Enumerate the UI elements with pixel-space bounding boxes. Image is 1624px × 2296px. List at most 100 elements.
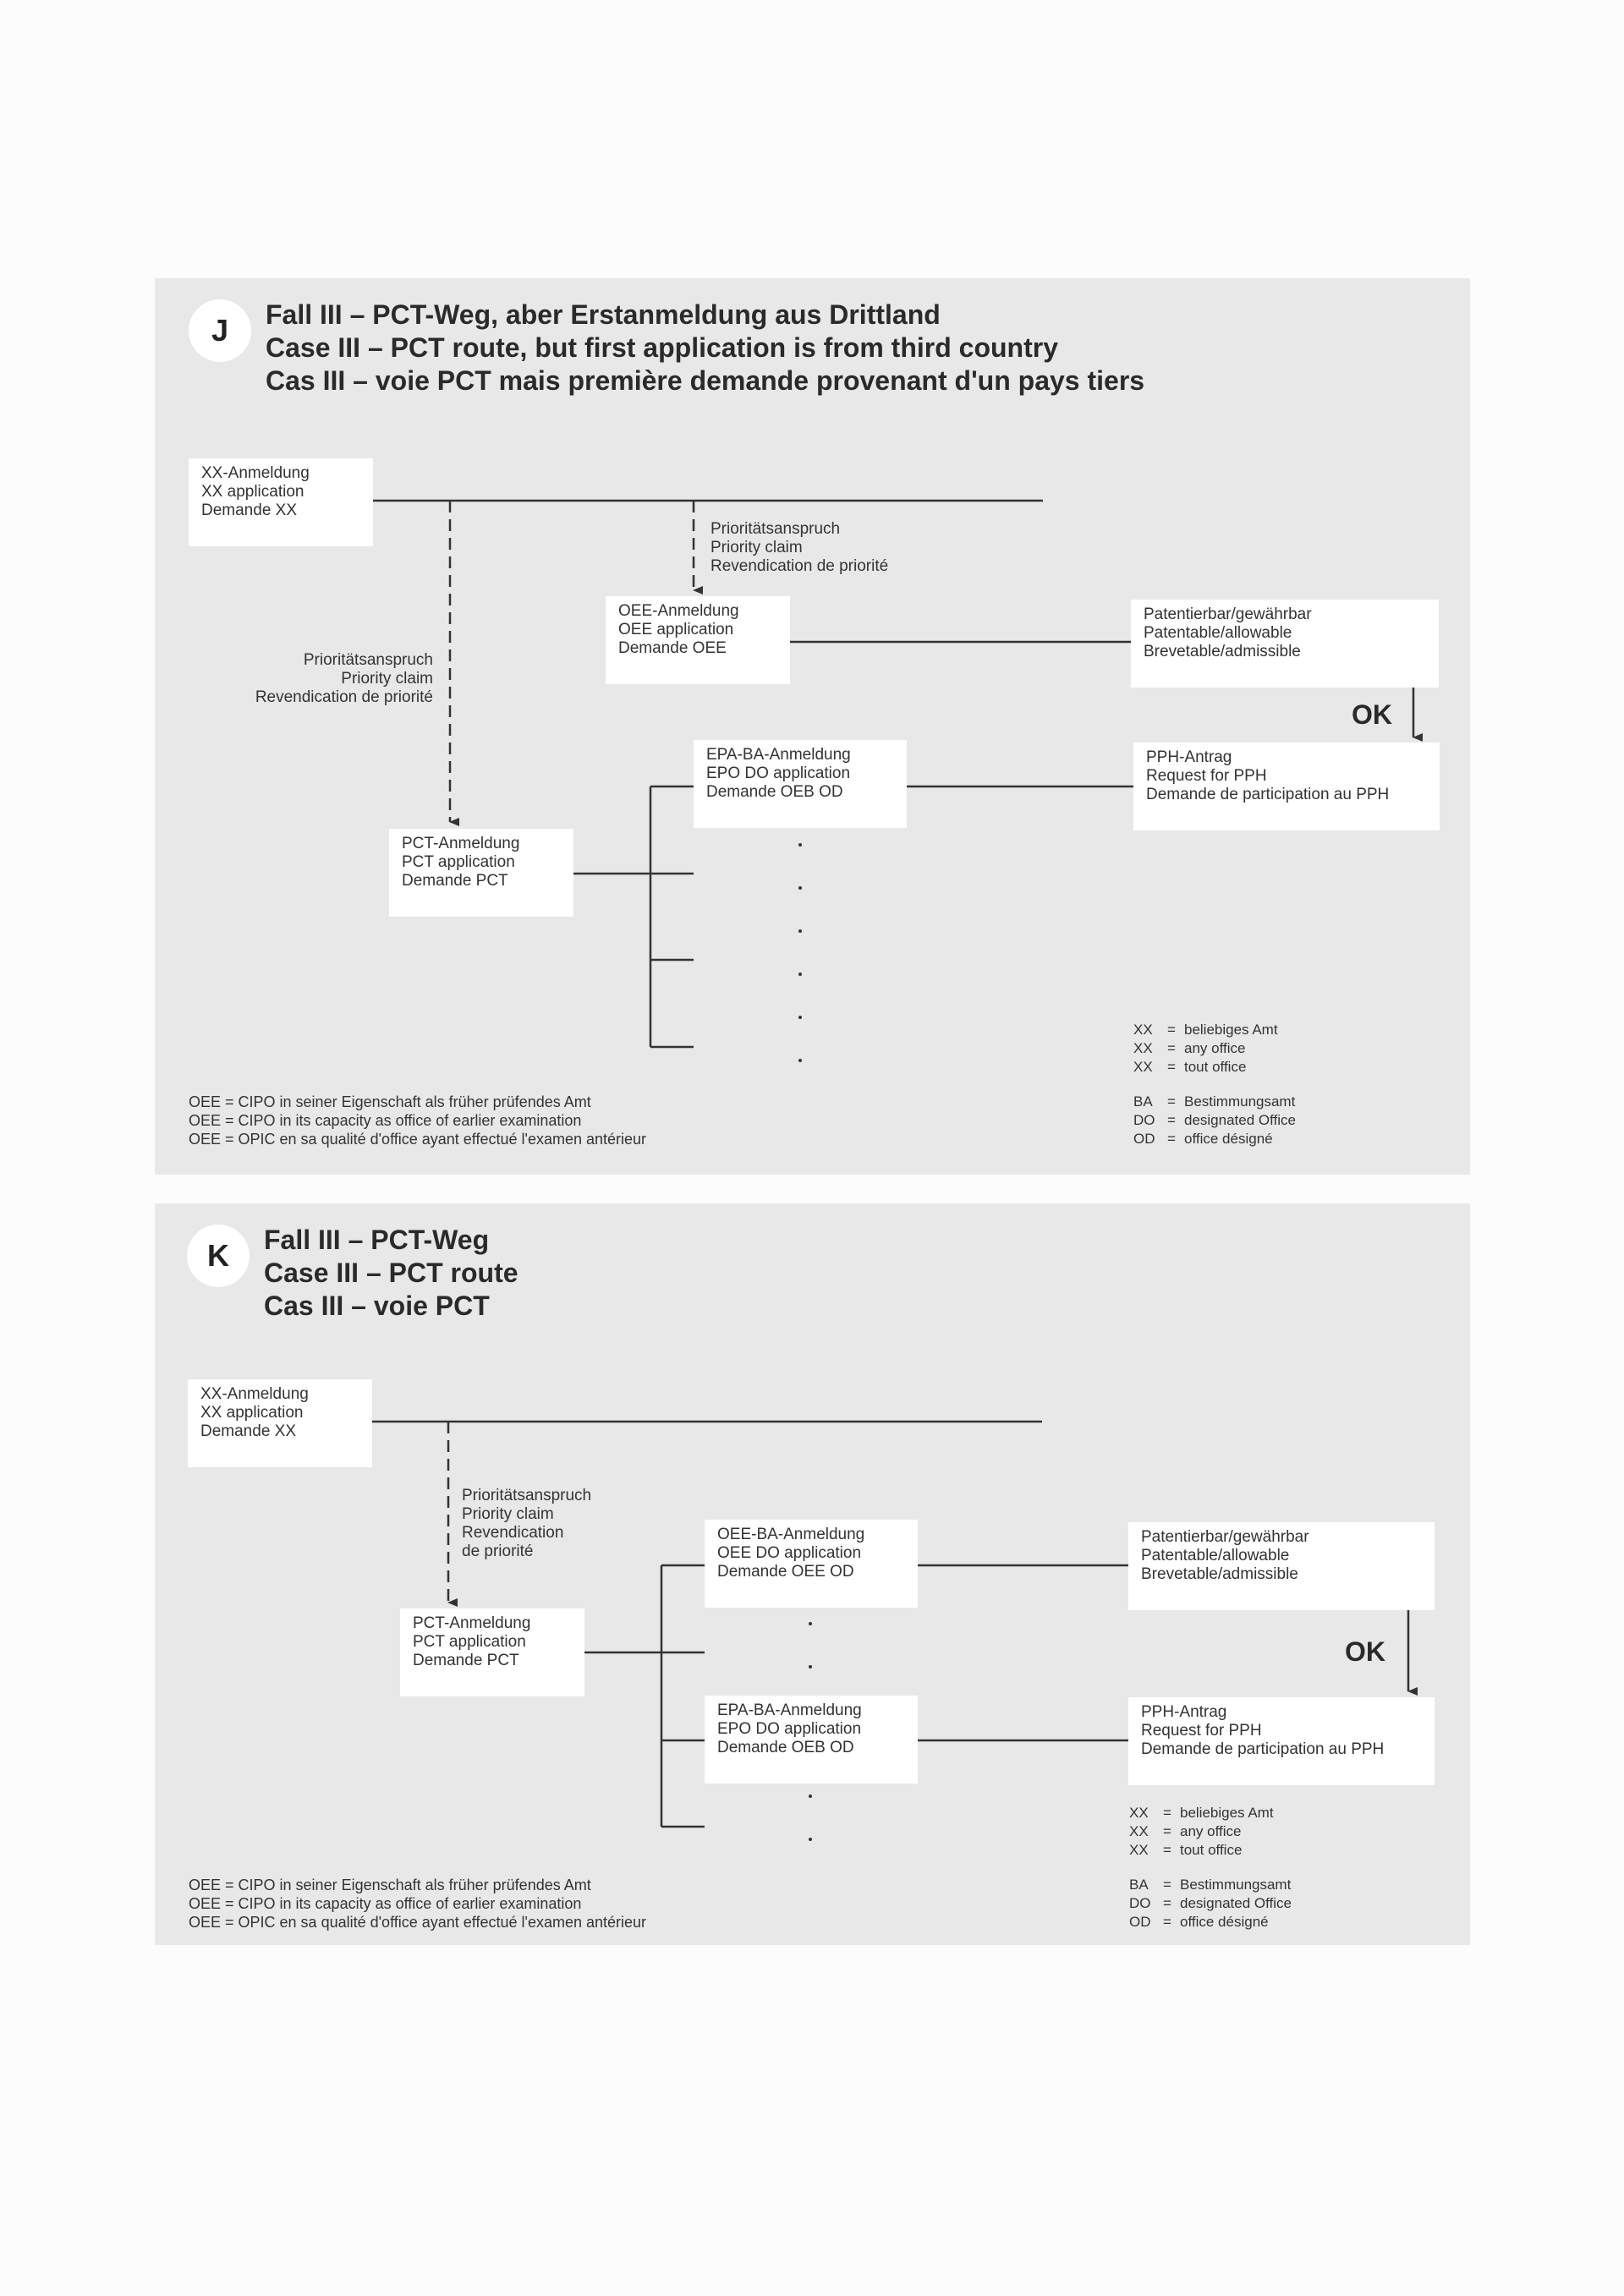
- j-legend-ba: BA = Bestimmungsamt DO = designated Office O…: [1133, 1093, 1296, 1148]
- k-oee-do-application-box: OEE-BA-Anmeldung OEE DO application Dema…: [705, 1520, 918, 1608]
- legend-text: beliebiges Amt: [1184, 1022, 1278, 1038]
- panel-k-title-fr: Cas III – voie PCT: [264, 1290, 490, 1321]
- legend-row: DO=designated Office: [1129, 1894, 1292, 1913]
- j-oee-application-box: OEE-Anmeldung OEE application Demande OE…: [606, 596, 790, 684]
- box-line: OEE-BA-Anmeldung: [717, 1526, 865, 1543]
- j-priority-claim-top: Prioritätsanspruch Priority claim Revend…: [710, 520, 888, 576]
- label-line: de priorité: [462, 1543, 534, 1560]
- footnote-line: OEE = CIPO in seiner Eigenschaft als frü…: [189, 1093, 591, 1110]
- panel-j-title: Fall III – PCT-Weg, aber Erstanmeldung a…: [266, 299, 1144, 397]
- j-footnote: OEE = CIPO in seiner Eigenschaft als frü…: [189, 1093, 646, 1148]
- legend-row: BA = Bestimmungsamt: [1133, 1093, 1296, 1111]
- box-line: OEE-Anmeldung: [618, 602, 739, 620]
- legend-text: office désigné: [1184, 1131, 1273, 1147]
- legend-eq: =: [1167, 1059, 1176, 1075]
- ellipsis-dot: [798, 1016, 802, 1019]
- legend-eq: =: [1167, 1093, 1176, 1110]
- legend-row: XX=tout office: [1129, 1841, 1274, 1860]
- ellipsis-dot: [798, 843, 802, 847]
- panel-k-title: Fall III – PCT-Weg Case III – PCT route …: [264, 1224, 518, 1323]
- box-line: Demande PCT: [402, 872, 508, 890]
- legend-abbr: XX: [1129, 1823, 1149, 1839]
- legend-eq: =: [1163, 1823, 1171, 1839]
- k-patentable-box: Patentierbar/gewährbar Patentable/allowa…: [1128, 1522, 1435, 1610]
- legend-eq: =: [1167, 1040, 1176, 1056]
- legend-row: OD = office désigné: [1133, 1130, 1296, 1148]
- j-priority-claim-left: Prioritätsanspruch Priority claim Revend…: [237, 651, 433, 707]
- k-legend-ba: BA=Bestimmungsamt DO=designated Office O…: [1129, 1876, 1292, 1932]
- j-legend-xx: XX=beliebiges Amt XX=any office XX=tout …: [1133, 1021, 1278, 1077]
- legend-abbr: XX: [1133, 1059, 1153, 1075]
- legend-abbr: OD: [1133, 1131, 1155, 1147]
- legend-text: designated Office: [1180, 1895, 1292, 1911]
- legend-text: tout office: [1184, 1059, 1247, 1075]
- j-xx-application-box: XX-Anmeldung XX application Demande XX: [189, 458, 373, 546]
- panel-j-title-fr: Cas III – voie PCT mais première demande…: [266, 365, 1145, 396]
- box-line: Demande OEE OD: [717, 1563, 854, 1581]
- legend-row: XX = tout office: [1133, 1058, 1278, 1077]
- legend-row: BA=Bestimmungsamt: [1129, 1876, 1292, 1894]
- box-line: XX-Anmeldung: [200, 1385, 309, 1403]
- k-pct-application-box: PCT-Anmeldung PCT application Demande PC…: [400, 1608, 584, 1696]
- legend-eq: =: [1167, 1112, 1176, 1128]
- legend-text: tout office: [1180, 1842, 1243, 1858]
- panel-k-title-de: Fall III – PCT-Weg: [264, 1225, 490, 1255]
- footnote-line: OEE = CIPO in its capacity as office of …: [189, 1895, 582, 1912]
- ellipsis-dot: [809, 1795, 812, 1798]
- k-epo-do-application-box: EPA-BA-Anmeldung EPO DO application Dema…: [705, 1696, 918, 1784]
- legend-text: beliebiges Amt: [1180, 1805, 1274, 1821]
- legend-text: designated Office: [1184, 1112, 1296, 1128]
- box-line: Request for PPH: [1141, 1722, 1262, 1740]
- legend-text: any office: [1180, 1823, 1242, 1839]
- label-line: Prioritätsanspruch: [303, 651, 433, 669]
- footnote-line: OEE = OPIC en sa qualité d'office ayant …: [189, 1131, 647, 1148]
- legend-row: XX = any office: [1129, 1822, 1274, 1841]
- box-line: Request for PPH: [1146, 767, 1267, 785]
- legend-abbr: XX: [1129, 1842, 1149, 1858]
- ellipsis-dot: [798, 973, 802, 976]
- k-pph-request-box: PPH-Antrag Request for PPH Demande de pa…: [1128, 1697, 1435, 1785]
- legend-eq: =: [1163, 1914, 1171, 1930]
- panel-k-title-en: Case III – PCT route: [264, 1258, 518, 1288]
- box-line: XX-Anmeldung: [201, 464, 310, 482]
- legend-abbr: BA: [1133, 1093, 1153, 1110]
- box-line: OEE application: [618, 621, 734, 638]
- box-line: PPH-Antrag: [1141, 1703, 1227, 1721]
- legend-abbr: XX: [1133, 1040, 1153, 1056]
- box-line: PCT application: [413, 1633, 526, 1651]
- box-line: Patentable/allowable: [1144, 624, 1292, 642]
- ellipsis-dot: [798, 886, 802, 890]
- box-line: PPH-Antrag: [1146, 748, 1232, 766]
- j-patentable-box: Patentierbar/gewährbar Patentable/allowa…: [1131, 600, 1439, 688]
- box-line: PCT-Anmeldung: [402, 835, 520, 852]
- j-pct-application-box: PCT-Anmeldung PCT application Demande PC…: [389, 829, 573, 917]
- ellipsis-dot: [809, 1838, 812, 1841]
- legend-eq: =: [1167, 1131, 1176, 1147]
- j-pph-request-box: PPH-Antrag Request for PPH Demande de pa…: [1133, 743, 1440, 830]
- k-xx-application-box: XX-Anmeldung XX application Demande XX: [188, 1379, 372, 1467]
- box-line: Demande OEB OD: [717, 1739, 854, 1756]
- label-line: Prioritätsanspruch: [462, 1487, 592, 1504]
- footnote-line: OEE = CIPO in seiner Eigenschaft als frü…: [189, 1877, 591, 1893]
- legend-text: Bestimmungsamt: [1184, 1093, 1296, 1110]
- panel-k-badge: K: [187, 1225, 250, 1287]
- label-line: Revendication de priorité: [710, 557, 889, 575]
- k-legend-xx: XX = beliebiges Amt XX = any office XX=tout …: [1129, 1804, 1274, 1860]
- label-line: Priority claim: [341, 670, 433, 688]
- box-line: Demande XX: [201, 501, 298, 519]
- legend-abbr: BA: [1129, 1877, 1149, 1893]
- label-line: Revendication: [462, 1524, 564, 1542]
- legend-eq: =: [1163, 1805, 1171, 1821]
- box-line: Demande OEE: [618, 639, 727, 657]
- box-line: Demande PCT: [413, 1652, 519, 1669]
- legend-abbr: OD: [1129, 1914, 1151, 1930]
- box-line: Demande de participation au PPH: [1141, 1740, 1385, 1758]
- box-line: Patentierbar/gewährbar: [1141, 1528, 1309, 1546]
- box-line: Patentable/allowable: [1141, 1547, 1290, 1564]
- legend-eq: =: [1163, 1877, 1171, 1893]
- j-ok-label: OK: [1352, 699, 1392, 730]
- label-line: Revendication de priorité: [255, 688, 433, 706]
- legend-abbr: DO: [1133, 1112, 1155, 1128]
- box-line: EPO DO application: [717, 1720, 862, 1738]
- box-line: EPA-BA-Anmeldung: [706, 746, 851, 764]
